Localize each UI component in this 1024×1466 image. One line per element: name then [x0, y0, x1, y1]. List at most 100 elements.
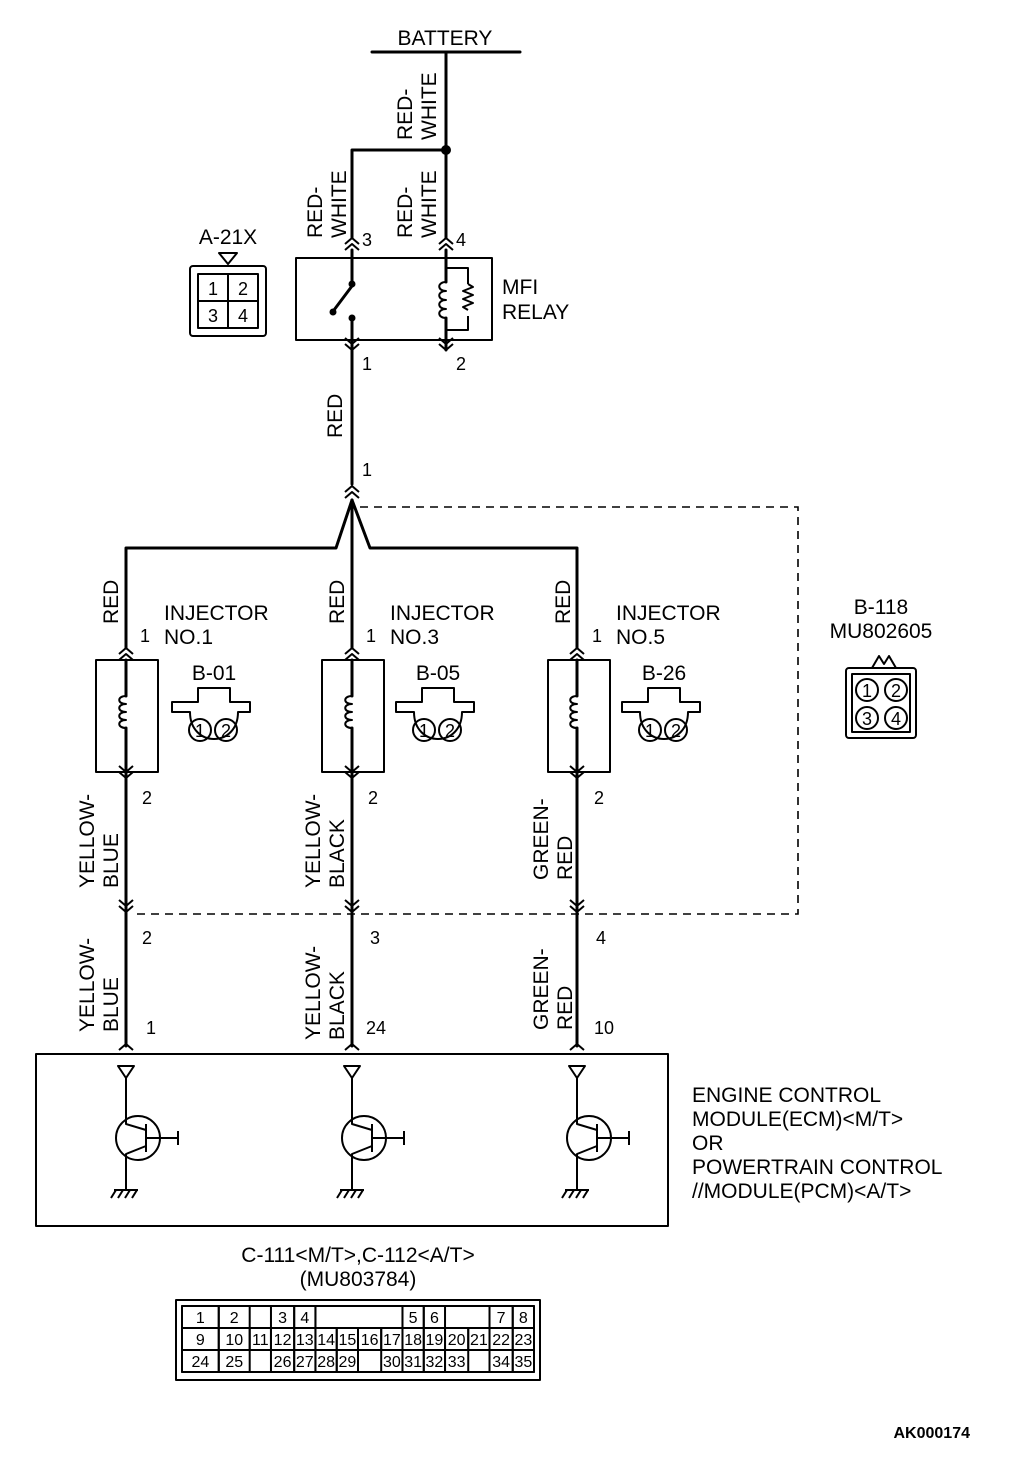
mfi-relay-box [295, 257, 493, 341]
connector-pin-circle [664, 718, 688, 742]
ecm-pin-label: 33 [448, 1354, 466, 1371]
wire-label-red-white-pin4: RED- WHITE [394, 170, 441, 238]
input-arrow-icon [568, 1065, 586, 1079]
injector-name-line: INJECTOR [616, 602, 721, 625]
joint-connector-face [845, 667, 917, 739]
relay-switch-contact [348, 280, 356, 288]
joint-pin: 4 [596, 928, 606, 948]
connector-pin-circle [412, 718, 436, 742]
ecm-pin-label: 24 [191, 1354, 209, 1371]
connector-key-icon [871, 655, 897, 669]
relay-pin-3: 3 [362, 230, 372, 250]
wire-label-line: YELLOW- [302, 946, 325, 1040]
connector-mark-icon [569, 765, 585, 779]
wire-label-line: YELLOW- [76, 938, 99, 1032]
connector-cell: 3 [208, 306, 218, 326]
injector-connector-id: B-26 [642, 662, 686, 685]
connector-cell: 2 [221, 721, 231, 741]
input-arrow-icon [343, 1065, 361, 1079]
connector-cell: 1 [862, 681, 872, 701]
ecm-pin: 10 [594, 1018, 614, 1038]
relay-switch-contact [329, 308, 337, 316]
wire-label-line: WHITE [328, 170, 351, 238]
connector-mark-icon [344, 899, 360, 913]
injector-no3: RED 1 INJECTOR NO.3 2 B-05 1 2 YELLOW- B… [302, 580, 500, 1048]
connector-pin-circle [638, 718, 662, 742]
ecm-pin-label: 22 [492, 1332, 510, 1349]
figure-id: AK000174 [894, 1425, 971, 1442]
wire-label-line: RED [554, 836, 577, 880]
ecm-pin-label: 23 [514, 1332, 532, 1349]
ecm-pin-label: 15 [338, 1332, 356, 1349]
wire-label-line: RED- [304, 187, 327, 238]
ecm-pin-label: 19 [425, 1332, 443, 1349]
wire-label-yellow-blue: YELLOW- BLUE [76, 788, 123, 888]
injector-name-line: NO.3 [390, 626, 439, 649]
relay-resistor-icon [462, 283, 474, 311]
junction-pin: 1 [362, 460, 372, 480]
ecm-blank-slot [314, 1305, 404, 1329]
connector-mark-icon [118, 899, 134, 913]
joint-connector-id: B-118 [854, 596, 908, 619]
connector-mark-icon [344, 1043, 360, 1051]
transistor-lead [125, 1145, 147, 1190]
connector-cell: 3 [862, 709, 872, 729]
ecm-pin-cell [217, 1349, 251, 1373]
relay-switch-contact [348, 314, 356, 322]
ecm-pin-label: 27 [296, 1354, 314, 1371]
transistor-lead [351, 1145, 373, 1190]
injector-connector-face [621, 687, 701, 740]
wire-label-green-red: GREEN- RED [530, 942, 577, 1030]
injector-pin-top: 1 [592, 626, 602, 646]
connector-mark-icon [118, 647, 134, 661]
ecm-label-line: OR [692, 1132, 724, 1155]
wire-label-line: BLACK [326, 971, 349, 1040]
ecm-pin-label: 28 [317, 1354, 335, 1371]
connector-mark-icon [438, 237, 454, 251]
ecm-pin-label: 18 [404, 1332, 422, 1349]
injector-connector-id: B-01 [192, 662, 236, 685]
ecm-pin-label: 20 [448, 1332, 466, 1349]
connector-mark-icon [569, 1043, 585, 1051]
ecm-pin-label: 21 [470, 1332, 488, 1349]
relay-pin-1: 1 [362, 354, 372, 374]
ecm-pin-label: 31 [404, 1354, 422, 1371]
connector-mark-icon [118, 1043, 134, 1051]
joint-pin: 3 [370, 928, 380, 948]
relay-switch-blade-icon [332, 284, 354, 312]
connector-pin-circle [188, 718, 212, 742]
relay-name-line: MFI [502, 276, 538, 299]
ecm-pin: 24 [366, 1018, 386, 1038]
wire-label-line: YELLOW- [76, 794, 99, 888]
wire-red-to-injector-1 [124, 498, 354, 650]
connector-mark-icon [344, 237, 360, 251]
transistor-lead [125, 1108, 147, 1131]
joint-connector-outline [132, 506, 799, 915]
ecm-pin-label: 16 [361, 1332, 379, 1349]
connector-cell: 2 [671, 721, 681, 741]
connector-key-icon [218, 252, 238, 265]
connector-cell: 1 [419, 721, 429, 741]
connector-pin-circle [855, 678, 879, 702]
injector-name-line: INJECTOR [390, 602, 495, 625]
injector-pin-top: 1 [140, 626, 150, 646]
relay-connector-face [189, 265, 267, 337]
injector-coil-icon [569, 695, 578, 729]
ecm-pin-cell [335, 1349, 360, 1373]
ecm-pin-label: 1 [196, 1310, 205, 1327]
injector-name-line: NO.1 [164, 626, 213, 649]
ground-icon [561, 1189, 589, 1199]
joint-connector-inner [851, 673, 911, 733]
injector-name-line: NO.5 [616, 626, 665, 649]
ecm-label-line: ENGINE CONTROL [692, 1084, 880, 1107]
ecm-pin-label: 25 [225, 1354, 243, 1371]
ecm-pin-cell [444, 1349, 470, 1373]
wire-relay-pin3-feed [350, 148, 448, 240]
wire-label-red: RED [552, 580, 575, 624]
battery-label: BATTERY [398, 27, 493, 50]
injector-pin-bottom: 2 [594, 788, 604, 808]
injector-name: INJECTOR NO.3 [390, 602, 500, 649]
ecm-pin-label: 10 [225, 1332, 243, 1349]
connector-cell: 4 [238, 306, 248, 326]
